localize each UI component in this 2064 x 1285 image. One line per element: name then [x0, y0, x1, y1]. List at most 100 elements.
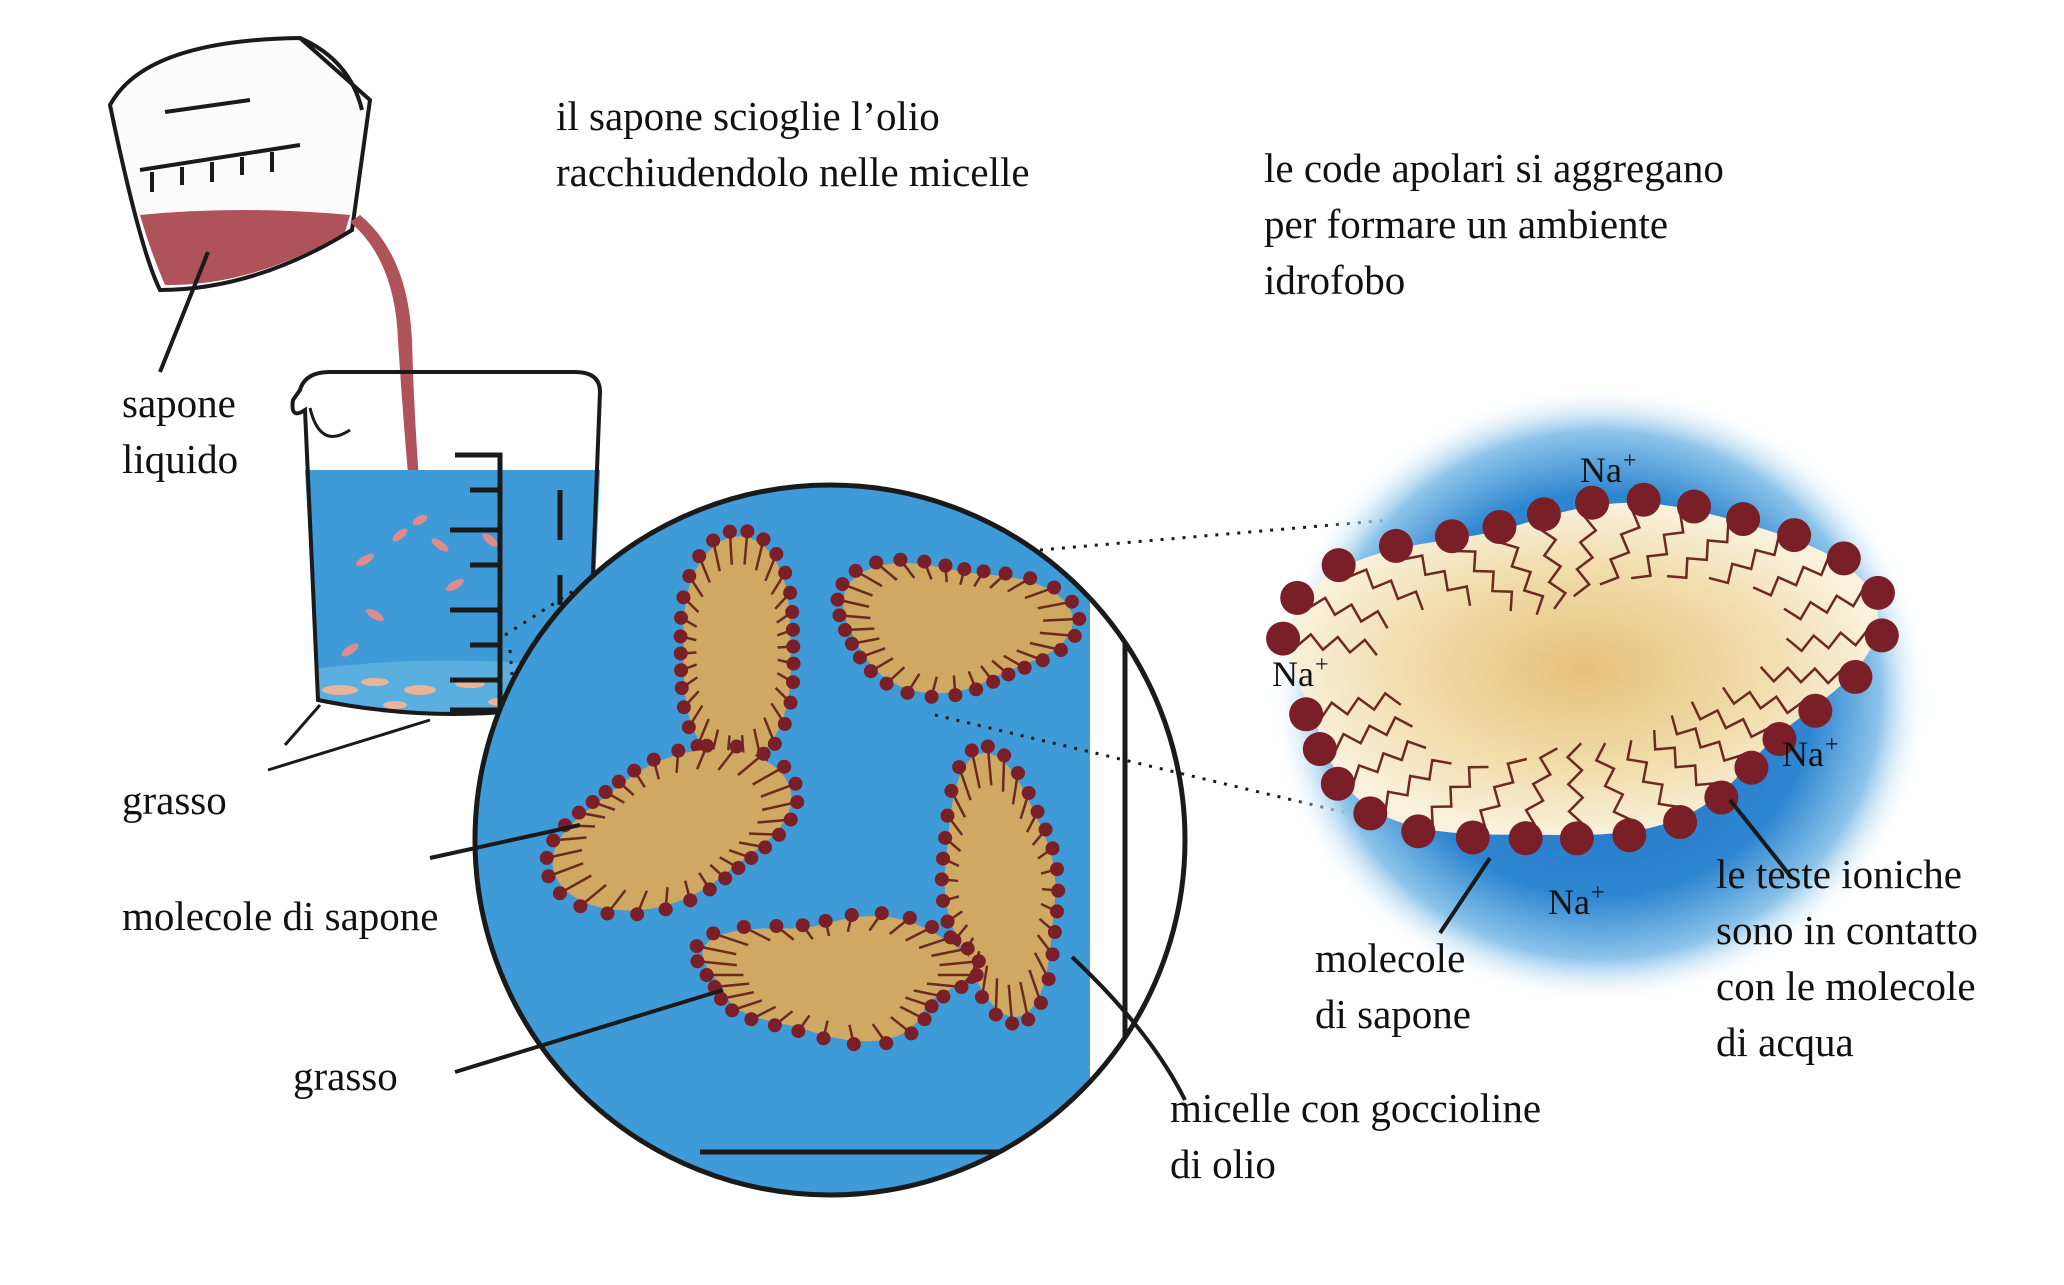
soap-head — [769, 547, 784, 562]
soap-head — [1001, 667, 1016, 682]
soap-head — [736, 919, 751, 934]
soap-head — [957, 562, 972, 577]
soap-head — [676, 590, 691, 605]
ionic-head — [1526, 497, 1561, 532]
grease-droplet — [552, 749, 792, 911]
soap-head — [1047, 580, 1062, 595]
soap-head — [832, 608, 847, 623]
soap-head — [725, 1003, 740, 1018]
ionic-head — [1704, 780, 1739, 815]
soap-head — [1021, 785, 1036, 800]
soap-head — [699, 968, 714, 982]
soap-head — [1021, 1012, 1036, 1027]
soap-head — [673, 646, 688, 661]
soap-head — [731, 860, 746, 875]
soap-head — [682, 569, 697, 584]
ionic-head — [1508, 821, 1543, 856]
soap-head — [1050, 862, 1065, 877]
soap-head — [1030, 804, 1045, 819]
soap-head — [844, 908, 859, 923]
soap-head — [904, 1026, 919, 1041]
soap-head — [874, 906, 889, 921]
grease-droplet — [683, 536, 791, 764]
soap-head — [600, 906, 615, 921]
ionic-head — [1860, 575, 1895, 610]
measuring-cup — [107, 35, 373, 373]
soap-head — [975, 990, 990, 1005]
grasso-beaker-label: grasso — [122, 777, 227, 823]
soap-head — [1045, 947, 1060, 962]
soap-head — [988, 1007, 1003, 1022]
soap-head — [934, 872, 949, 887]
soap-head — [936, 851, 951, 866]
ionic-head — [1401, 814, 1436, 849]
soap-head — [756, 532, 771, 547]
soap-head — [935, 893, 950, 908]
soap-head — [673, 629, 688, 644]
soap-head — [852, 650, 867, 665]
soap-head — [767, 1018, 782, 1033]
soap-head — [788, 776, 803, 791]
soap-head — [769, 919, 784, 934]
soap-head — [791, 1024, 806, 1039]
soap-head — [786, 675, 801, 690]
soap-head — [778, 565, 793, 580]
soap-head — [848, 563, 863, 578]
ionic-head — [1302, 732, 1337, 767]
soap-head — [954, 980, 969, 995]
micelle-3 — [539, 738, 805, 922]
soap-head — [952, 760, 967, 775]
soap-head — [1010, 765, 1025, 780]
na-ion-left: Na+ — [1272, 652, 1329, 694]
soap-head — [658, 902, 673, 917]
soap-head — [1047, 925, 1062, 940]
soap-head — [646, 752, 661, 767]
ionic-head — [1266, 621, 1301, 656]
soap-head — [1064, 594, 1079, 609]
soap-head — [1023, 571, 1038, 586]
soap-head — [1053, 643, 1068, 658]
soap-head — [676, 700, 691, 715]
soap-head — [546, 833, 561, 848]
soap-head — [783, 695, 798, 710]
ionic-head — [1663, 805, 1698, 840]
soap-head — [830, 592, 845, 607]
na-ion-right: Na+ — [1782, 732, 1839, 774]
ionic-head — [1321, 548, 1356, 583]
soap-head — [997, 748, 1012, 763]
soap-head — [944, 783, 959, 798]
soap-head — [879, 676, 894, 691]
soap-head — [539, 850, 554, 865]
soap-head — [795, 918, 810, 933]
soap-head — [630, 907, 645, 922]
ionic-head — [1378, 528, 1413, 563]
soap-head — [690, 954, 705, 969]
soap-head — [786, 639, 801, 654]
soap-head — [1017, 660, 1032, 675]
grease-droplet — [843, 563, 1073, 694]
soap-head — [790, 795, 805, 810]
soap-head — [541, 869, 556, 884]
ionic-head — [1798, 693, 1833, 728]
micelle-2 — [830, 552, 1087, 704]
soap-stream — [350, 215, 422, 520]
soap-head — [706, 533, 721, 548]
soap-head — [893, 552, 908, 567]
ionic-head — [1353, 796, 1388, 831]
soap-head — [744, 1012, 759, 1027]
soap-head — [998, 566, 1013, 581]
soap-head — [571, 805, 586, 820]
soap-head — [940, 808, 955, 823]
ionic-head — [1575, 485, 1610, 520]
soap-head — [714, 991, 729, 1006]
ionic-head — [1455, 820, 1490, 855]
soap-head — [964, 743, 979, 758]
ionic-head — [1838, 659, 1873, 694]
soap-head — [1051, 883, 1066, 898]
leader-grasso-circle — [454, 988, 724, 1074]
